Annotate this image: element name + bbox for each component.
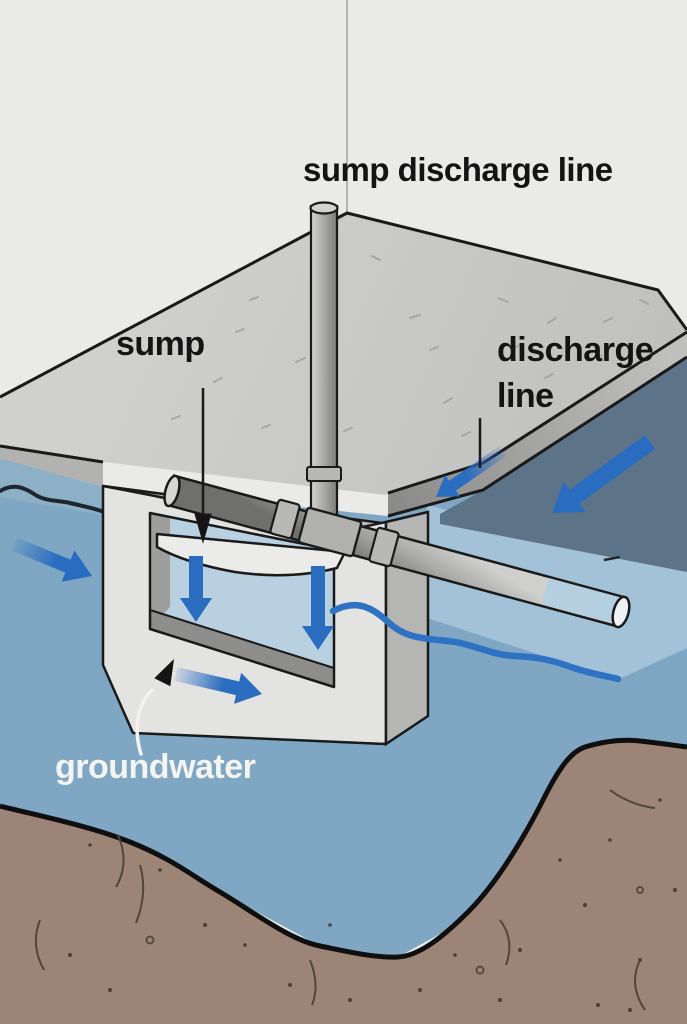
sump-floor-ink xyxy=(149,609,335,669)
water-table-band-left xyxy=(0,458,103,515)
pipe-coupling-1 xyxy=(269,498,301,540)
label-sump: sump xyxy=(116,325,205,363)
water-dark-wedge xyxy=(440,357,687,572)
soil-speckles xyxy=(68,798,677,1012)
riser-top-opening xyxy=(309,201,339,215)
pipe-coupling-2 xyxy=(368,526,400,568)
flow-arrow-slab-edge xyxy=(436,446,507,497)
label-groundwater: groundwater xyxy=(55,748,256,786)
pipe-outlet-mouth xyxy=(611,595,631,629)
pipe-tee-fitting xyxy=(297,506,363,558)
water-table-line-left xyxy=(0,484,106,514)
groundwater-pointer xyxy=(135,659,174,756)
label-discharge-line-word-2: line xyxy=(497,377,554,416)
water-ripple-line xyxy=(329,601,622,683)
label-discharge-line-word-1: discharge xyxy=(497,331,654,369)
soil-boundary-line xyxy=(0,737,687,960)
sump-pointer xyxy=(194,388,212,544)
flow-arrow-left xyxy=(11,537,92,582)
water-dash-mark xyxy=(603,555,621,562)
label-sump-discharge-line: sump discharge line xyxy=(303,151,613,188)
pipe-end-cap-left xyxy=(163,474,181,508)
flow-arrow-down-1 xyxy=(180,556,212,622)
slab-edge-left xyxy=(0,446,103,487)
label-discharge-line: discharge line xyxy=(497,327,654,419)
discharge-pipe-water-tint xyxy=(541,578,627,625)
floor-slab-surface xyxy=(0,213,687,495)
sump-inner-floor xyxy=(150,610,334,687)
flow-arrow-big-right xyxy=(552,435,655,513)
soil-squiggles xyxy=(34,789,656,1011)
riser-coupling xyxy=(306,466,342,482)
soil-region xyxy=(0,740,687,1024)
flow-arrow-under-pit xyxy=(174,667,262,704)
flow-arrow-down-2 xyxy=(302,566,334,650)
